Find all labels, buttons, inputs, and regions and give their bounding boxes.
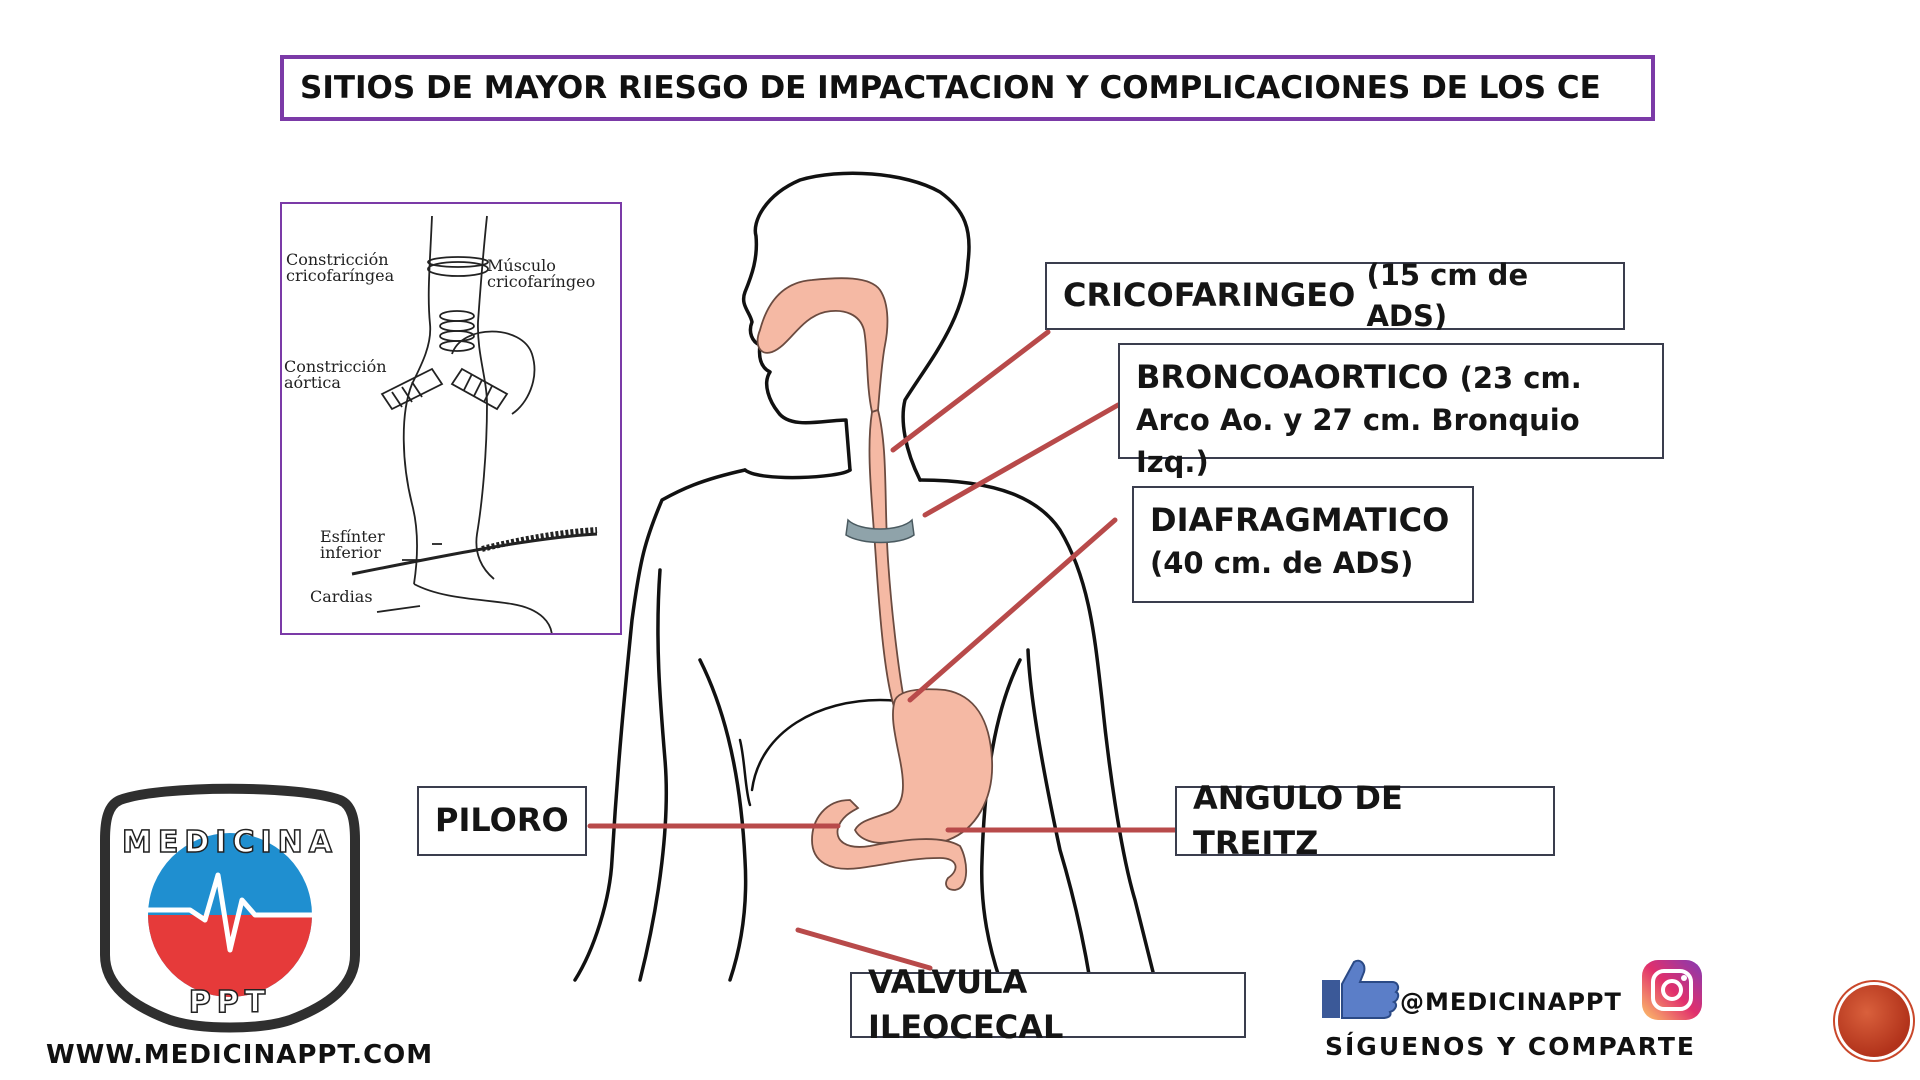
inset-trachea-rings bbox=[439, 310, 475, 352]
right-arm-inner bbox=[1026, 648, 1092, 982]
inset-label-esfinter: Esfínter inferior bbox=[320, 529, 385, 561]
esophagus bbox=[868, 408, 907, 712]
nav-dot-icon[interactable] bbox=[1838, 985, 1910, 1057]
label-piloro: PILORO bbox=[417, 786, 587, 856]
slide-title-text: SITIOS DE MAYOR RIESGO DE IMPACTACION Y … bbox=[300, 70, 1601, 106]
left-torso bbox=[698, 658, 748, 982]
inset-label-line: inferior bbox=[320, 543, 381, 562]
thumbs-up-icon[interactable] bbox=[1320, 958, 1400, 1020]
left-shoulder bbox=[573, 468, 747, 982]
pointer-lines bbox=[587, 329, 1178, 971]
inset-stomach bbox=[413, 583, 553, 633]
inset-label-line: Constricción bbox=[284, 357, 387, 376]
pointer-bronco bbox=[922, 402, 1121, 518]
left-arm-inner bbox=[638, 568, 668, 982]
inset-label-constriccion-aortica: Constricción aórtica bbox=[284, 359, 387, 391]
logo-top-text: MEDICINA bbox=[122, 825, 338, 860]
label-valvula-ileocecal: VALVULA ILEOCECAL bbox=[850, 963, 1246, 1046]
digestive-tract bbox=[756, 277, 993, 891]
inset-label-line: Constricción bbox=[286, 250, 389, 269]
logo-circle-red bbox=[148, 915, 312, 997]
label-angulo-treitz-text: ANGULO DE TREITZ bbox=[1193, 778, 1403, 862]
logo-heartbeat bbox=[130, 872, 330, 953]
pointer-valvula bbox=[795, 927, 933, 971]
instagram-icon[interactable] bbox=[1640, 958, 1704, 1022]
neck-left bbox=[743, 468, 852, 480]
label-broncoaortico-line2: Arco Ao. y 27 cm. Bronquio Izq.) bbox=[1136, 403, 1580, 479]
duodenum bbox=[811, 799, 968, 891]
inset-label-cardias: Cardias bbox=[310, 587, 373, 606]
esophagus-inset: Constricción cricofaríngea Músculo crico… bbox=[280, 202, 622, 635]
medicinappt-logo: MEDICINA PPT bbox=[100, 783, 360, 1033]
inset-label-line: cricofaríngea bbox=[286, 266, 395, 285]
right-torso bbox=[979, 658, 1022, 982]
inset-label-constriccion-crico: Constricción cricofaríngea bbox=[286, 252, 394, 284]
inset-label-line: Esfínter bbox=[320, 527, 385, 546]
inset-bronchi bbox=[380, 367, 509, 411]
label-diafragmatico-line2: (40 cm. de ADS) bbox=[1150, 546, 1414, 581]
pointer-crico bbox=[890, 329, 1051, 453]
label-piloro-text: PILORO bbox=[435, 801, 569, 840]
left-rib-line bbox=[738, 738, 752, 807]
mouth-pharynx bbox=[756, 277, 889, 414]
inset-anatomy-drawing bbox=[351, 215, 598, 633]
label-diafragmatico: DIAFRAGMATICO (40 cm. de ADS) bbox=[1132, 486, 1474, 603]
inset-aortic-arch bbox=[451, 330, 536, 415]
social-handle[interactable]: @MEDICINAPPT bbox=[1400, 988, 1622, 1016]
inset-label-line: Músculo bbox=[487, 256, 556, 275]
slide-title: SITIOS DE MAYOR RIESGO DE IMPACTACION Y … bbox=[280, 55, 1655, 121]
logo-bottom-text: PPT bbox=[189, 985, 271, 1020]
inset-diaphragm bbox=[351, 532, 598, 576]
social-follow-text: SÍGUENOS Y COMPARTE bbox=[1325, 1032, 1697, 1061]
inset-label-musculo: Músculo cricofaríngeo bbox=[487, 258, 595, 290]
label-cricofaringeo-main: CRICOFARINGEO bbox=[1063, 276, 1356, 315]
pointer-diafrag bbox=[907, 517, 1118, 703]
body-silhouette bbox=[573, 171, 1157, 982]
inset-esophagus-left bbox=[402, 215, 433, 585]
website-url[interactable]: WWW.MEDICINAPPT.COM bbox=[46, 1040, 434, 1070]
head-outline bbox=[741, 171, 971, 482]
label-angulo-treitz: ANGULO DE TREITZ bbox=[1175, 779, 1555, 862]
inset-label-line: cricofaríngeo bbox=[487, 272, 596, 291]
label-cricofaringeo-detail: (15 cm de ADS) bbox=[1366, 257, 1529, 333]
diaphragm-band bbox=[845, 518, 915, 544]
inset-crico-band bbox=[427, 261, 489, 277]
right-shoulder bbox=[918, 478, 1157, 982]
label-broncoaortico: BRONCOAORTICO (23 cm. Arco Ao. y 27 cm. … bbox=[1118, 343, 1664, 479]
stomach bbox=[853, 688, 993, 846]
label-broncoaortico-main: BRONCOAORTICO bbox=[1136, 358, 1449, 396]
label-valvula-ileocecal-text: VALVULA ILEOCECAL bbox=[868, 962, 1064, 1046]
inset-label-line: aórtica bbox=[284, 373, 341, 392]
label-diafragmatico-main: DIAFRAGMATICO bbox=[1150, 501, 1450, 539]
label-broncoaortico-detail: (23 cm. bbox=[1459, 361, 1582, 395]
label-cricofaringeo: CRICOFARINGEO (15 cm de ADS) bbox=[1045, 258, 1625, 333]
